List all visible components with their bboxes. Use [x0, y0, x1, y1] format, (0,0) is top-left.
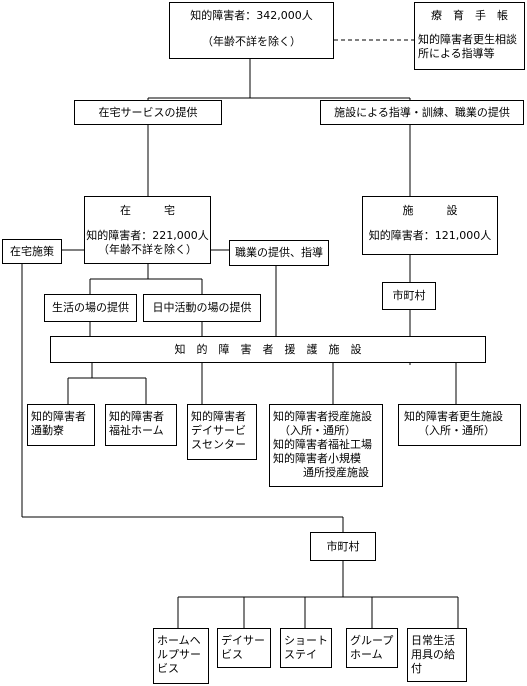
group-home-line2: ホーム [350, 648, 383, 661]
nichijo-line3: 付 [411, 662, 422, 675]
fukushi-home-line1: 知的障害者 [109, 410, 164, 423]
day-service-line1: デイサー [221, 634, 265, 647]
day-service-center-box: 知的障害者 デイサービ スセンター [187, 404, 257, 460]
total-persons-count: 知的障害者：342,000人 [190, 9, 313, 22]
jusan-line4: 知的障害者小規模 [273, 452, 361, 465]
shichoson-label-1: 市町村 [392, 289, 426, 302]
tsukinryo-line2: 通勤寮 [31, 424, 64, 437]
kosei-shisetsu-box: 知的障害者更生施設 （入所・通所） [398, 404, 521, 446]
home-help-line3: ビス [157, 662, 179, 675]
shichoson-box-1: 市町村 [382, 282, 436, 310]
shisetsu-count: 知的障害者：121,000人 [368, 229, 492, 242]
shisetsu-service-box: 施設による指導・訓練、職業の提供 [320, 100, 524, 125]
nichijo-line2: 用具の給 [411, 648, 455, 661]
short-stay-line1: ショート [284, 634, 328, 647]
ryoiku-techo-box: 療 育 手 帳 知的障害者更生相談 所による指導等 [414, 2, 525, 70]
seikatsu-box: 生活の場の提供 [44, 294, 137, 322]
zaitaku-service-label: 在宅サービスの提供 [98, 106, 198, 119]
short-stay-box: ショート ステイ [280, 628, 332, 668]
short-stay-line2: ステイ [284, 648, 317, 661]
total-persons-box: 知的障害者：342,000人 （年齢不詳を除く） [169, 2, 334, 59]
day-service-center-line2: デイサービ [191, 424, 246, 437]
nitchu-label: 日中活動の場の提供 [152, 301, 252, 314]
shichoson-box-2: 市町村 [310, 532, 376, 561]
nichijo-line1: 日常生活 [411, 634, 455, 647]
engo-shisetsu-label: 知 的 障 害 者 援 護 施 設 [174, 343, 362, 356]
total-persons-note: （年齢不詳を除く） [202, 35, 301, 48]
shisetsu-title: 施 設 [402, 204, 458, 217]
shisetsu-box: 施 設 知的障害者：121,000人 [362, 196, 498, 255]
home-help-line2: ルプサー [157, 648, 201, 661]
zaitaku-count: 知的障害者：221,000人 [86, 229, 209, 242]
jusan-shisetsu-box: 知的障害者授産施設 （入所・通所） 知的障害者福祉工場 知的障害者小規模 通所授… [269, 404, 383, 487]
zaitaku-service-box: 在宅サービスの提供 [74, 100, 222, 125]
ryoiku-techo-line2: 所による指導等 [418, 47, 495, 60]
seikatsu-label: 生活の場の提供 [52, 301, 129, 314]
kosei-line1: 知的障害者更生施設 [404, 410, 503, 423]
ryoiku-techo-title: 療 育 手 帳 [431, 9, 508, 22]
zaitaku-box: 在 宅 知的障害者：221,000人 （年齢不詳を除く） [84, 196, 211, 264]
shisetsu-service-label: 施設による指導・訓練、職業の提供 [334, 106, 510, 119]
zaitaku-shisaku-label: 在宅施策 [10, 245, 54, 258]
fukushi-home-box: 知的障害者 福祉ホーム [105, 404, 177, 446]
day-service-center-line3: スセンター [191, 438, 246, 451]
home-help-box: ホームヘ ルプサー ビス [153, 628, 209, 684]
jusan-line2: （入所・通所） [279, 424, 356, 437]
zaitaku-title: 在 宅 [120, 204, 175, 217]
shichoson-label-2: 市町村 [326, 540, 360, 553]
kosei-line2: （入所・通所） [418, 424, 495, 437]
jusan-line3: 知的障害者福祉工場 [273, 438, 372, 451]
jusan-line1: 知的障害者授産施設 [273, 410, 372, 423]
day-service-center-line1: 知的障害者 [191, 410, 246, 423]
day-service-box: デイサー ビス [217, 628, 271, 668]
engo-shisetsu-box: 知 的 障 害 者 援 護 施 設 [50, 336, 486, 363]
home-help-line1: ホームヘ [157, 634, 201, 647]
day-service-line2: ビス [221, 648, 243, 661]
nichijo-seikatsu-box: 日常生活 用具の給 付 [407, 628, 467, 682]
shokugyo-box: 職業の提供、指導 [229, 240, 329, 266]
shokugyo-label: 職業の提供、指導 [235, 246, 323, 259]
zaitaku-shisaku-box: 在宅施策 [2, 239, 62, 264]
jusan-line5: 通所授産施設 [303, 466, 369, 479]
group-home-line1: グループ [350, 634, 394, 647]
fukushi-home-line2: 福祉ホーム [109, 424, 164, 437]
ryoiku-techo-line1: 知的障害者更生相談 [418, 33, 517, 46]
tsukinryo-line1: 知的障害者 [31, 410, 86, 423]
zaitaku-note: （年齢不詳を除く） [98, 243, 197, 256]
nitchu-box: 日中活動の場の提供 [143, 294, 261, 322]
tsukinryo-box: 知的障害者 通勤寮 [27, 404, 95, 446]
group-home-box: グループ ホーム [346, 628, 398, 668]
